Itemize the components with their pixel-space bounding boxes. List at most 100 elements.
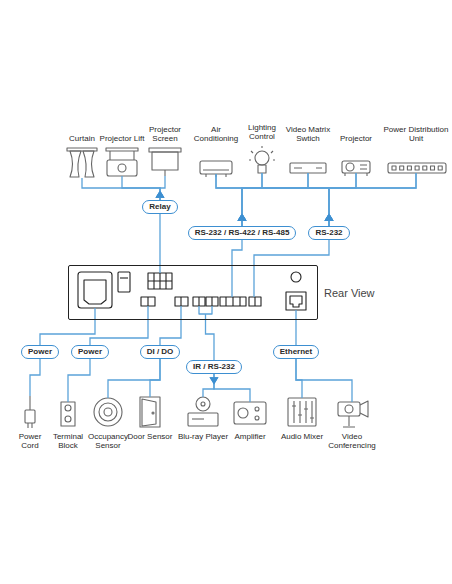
blu-ray-icon: [192, 418, 204, 419]
connector-group: [325, 173, 417, 226]
connector-line: [206, 320, 214, 360]
interface-tag: IR / RS-232: [186, 360, 242, 373]
tag-text: Ethernet: [280, 347, 312, 356]
arrow-head: [325, 214, 334, 221]
connector-group: [296, 359, 302, 398]
device-label: Lighting Control: [239, 123, 285, 173]
device-panel: [120, 277, 128, 278]
video-conferencing-icon: [345, 405, 353, 413]
device-name: Projector: [335, 134, 377, 143]
internal-wire: [95, 265, 296, 320]
device-name: Projector Lift: [99, 134, 145, 143]
interface-tag: DI / DO: [140, 345, 181, 358]
arrow-head: [155, 191, 164, 198]
connector-line: [242, 173, 416, 226]
arrow-head: [325, 214, 334, 221]
connector-line: [159, 214, 160, 265]
connector-group: [308, 173, 334, 226]
amplifier-icon: [238, 408, 248, 418]
connector-line: [160, 320, 181, 345]
occupancy-sensor-icon: [94, 398, 122, 426]
tag-text: Relay: [149, 202, 170, 211]
connector-group: [254, 240, 329, 265]
connector-group: [122, 176, 164, 200]
blu-ray-icon: [188, 413, 218, 426]
light-bulb-icon: [249, 146, 275, 160]
connector-line: [203, 374, 214, 397]
device-name: Blu-ray Player: [174, 432, 232, 441]
amplifier-icon: [234, 402, 266, 424]
connector-group: [262, 173, 334, 226]
tag-text: IR / RS-232: [193, 362, 235, 371]
audio-mixer-icon: [294, 401, 312, 423]
connector-group: [40, 320, 95, 345]
connector-group: [155, 176, 165, 200]
connector-group: [108, 359, 160, 398]
pdu-icon: [388, 163, 446, 173]
tag-text: Power: [78, 347, 102, 356]
device-panel: [291, 272, 301, 282]
power-cord-icon: [28, 423, 32, 428]
connector-group: [238, 173, 417, 226]
tag-text: RS-232: [315, 228, 342, 237]
device-panel: [286, 292, 306, 310]
projector-lift-icon: [118, 164, 126, 172]
connector-group: [90, 320, 148, 345]
arrow-head: [325, 214, 334, 221]
amplifier-icon: [234, 402, 266, 424]
matrix-switch-icon: [290, 163, 326, 173]
projector-lift-icon: [106, 148, 138, 176]
arrow-head: [238, 214, 247, 221]
device-label: Power Cord: [13, 396, 47, 450]
connector-line: [242, 173, 356, 226]
blu-ray-icon: [188, 397, 218, 426]
door-sensor-icon: [140, 397, 160, 427]
connector-group: [296, 359, 352, 402]
connector-group: [209, 374, 250, 402]
device-name: Occupancy Sensor: [85, 432, 131, 450]
light-bulb-icon: [255, 151, 269, 165]
connector-line: [68, 359, 90, 402]
device-label: Projector Lift: [99, 134, 145, 176]
connector-line: [262, 173, 329, 226]
connector-group: [238, 173, 309, 226]
device-label: Projector: [335, 134, 377, 173]
air-conditioner-icon: [200, 161, 232, 174]
connector-line: [216, 174, 242, 226]
device-label: Curtain: [59, 134, 105, 178]
connector-line: [329, 173, 356, 226]
connector-line: [82, 178, 160, 200]
projector-screen-icon: [164, 170, 165, 176]
device-panel: [78, 272, 306, 310]
device-label: Blu-ray Player: [174, 397, 232, 441]
projector-screen-icon: [149, 148, 181, 152]
arrow-head: [155, 191, 164, 198]
projector-lift-icon: [107, 160, 137, 176]
interface-tag: RS-232: [308, 226, 349, 239]
device-name: Air Conditioning: [189, 125, 243, 143]
internal-wire: [95, 306, 296, 320]
door-sensor-icon: [152, 412, 154, 414]
projector-lift-icon: [106, 148, 138, 151]
connector-group: [30, 359, 40, 396]
connector-group: [150, 359, 160, 397]
device-name: Power Cord: [13, 432, 47, 450]
curtain-icon: [83, 151, 94, 177]
power-cord-icon: [25, 396, 35, 428]
arrow-head: [325, 214, 334, 221]
amplifier-icon: [255, 407, 259, 411]
arrow-head: [155, 191, 164, 198]
terminal-block-icon: [65, 405, 71, 411]
device-name: Power Distribution Unit: [383, 125, 449, 143]
device-name: Video Conferencing: [323, 432, 381, 450]
interface-tag: RS-232 / RS-422 / RS-485: [188, 226, 297, 239]
connector-line: [232, 240, 242, 265]
connector-group: [68, 359, 90, 402]
audio-mixer-icon: [292, 406, 314, 418]
connector-group: [203, 374, 218, 397]
light-bulb-icon: [249, 146, 275, 173]
connector-line: [242, 173, 308, 226]
projector-screen-icon: [152, 152, 178, 170]
device-panel: [290, 296, 302, 307]
projector-icon: [346, 163, 354, 171]
